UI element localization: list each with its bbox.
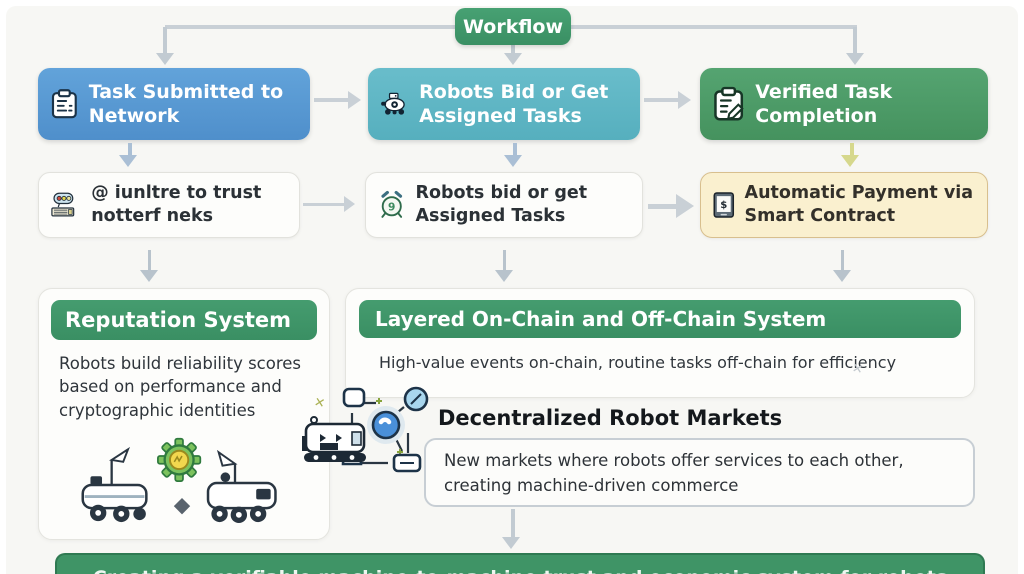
arrow-stem [513,143,517,155]
arrow-down-icon [846,53,864,65]
robot-rover-icon [381,92,405,115]
note-trust-label: @ iunltre to trust notterf neks [91,183,262,226]
arrow-down-icon [833,270,851,282]
markets-description-box: New markets where robots offer services … [424,438,975,507]
connector-left-stem [163,27,167,53]
clock-glyph: 9 [388,201,395,214]
arrow-down-icon [504,155,522,167]
step-verified-completion-label: Verified Task Completion [755,80,893,127]
clipboard-pen-icon [714,86,744,121]
note-payment-label: Automatic Payment via Smart Contract [744,183,974,226]
reputation-body: Robots build reliability scores based on… [59,354,302,420]
arrow-down-icon [502,537,520,549]
reputation-title: Reputation System [51,300,317,340]
workflow-badge-label: Workflow [462,15,564,38]
step-robots-bid: Robots Bid or Get Assigned Tasks [368,68,640,140]
arrow-down-icon [119,155,137,167]
markets-body: New markets where robots offer services … [444,451,904,495]
arrow-stem [128,143,132,155]
mini-robot-icon [302,416,366,462]
step-task-submitted: Task Submitted to Network [38,68,310,140]
note-bid: 9 Robots bid or get Assigned Tasks [365,172,643,238]
arrow-right-icon [678,91,691,109]
note-payment: $ Automatic Payment via Smart Contract [700,172,988,238]
network-nodes-icon [341,386,429,473]
arrow-down-icon [495,270,513,282]
arrow-down-icon [140,270,158,282]
step-robots-bid-label: Robots Bid or Get Assigned Tasks [419,80,609,127]
arrow-stem [503,250,506,270]
alarm-clock-icon: 9 [381,190,403,218]
arrow-stem [148,250,151,270]
clipboard-icon [51,89,77,119]
flow-arrow-stem [644,98,680,102]
arrow-down-icon [841,155,859,167]
layered-title: Layered On-Chain and Off-Chain System [359,300,961,338]
arrow-right-icon [344,196,355,212]
note-arrow-stem [303,203,345,206]
arrow-stem [511,509,515,537]
step-task-submitted-label: Task Submitted to Network [88,80,284,127]
arrow-stem [850,143,854,155]
workflow-badge: Workflow [455,8,571,45]
signal-keyboard-icon [51,192,75,217]
note-bid-label: Robots bid or get Assigned Tasks [415,183,588,226]
arrow-down-icon [504,53,522,65]
note-arrow-stem [648,204,678,209]
step-verified-completion: Verified Task Completion [700,68,988,140]
arrow-down-icon [156,53,174,65]
footer-banner: Creating a verifiable machine-to-machine… [55,553,985,574]
footer-text: Creating a verifiable machine-to-machine… [57,567,983,574]
dollar-glyph: $ [720,200,727,211]
layered-body: High-value events on-chain, routine task… [379,353,897,372]
layered-card: Layered On-Chain and Off-Chain System Hi… [345,288,975,398]
connector-right-stem [853,27,857,53]
robots-gear-illustration-icon [81,437,277,524]
reputation-card: Reputation System Robots build reliabili… [38,288,330,540]
note-trust: @ iunltre to trust notterf neks [38,172,300,238]
tablet-dollar-icon: $ [713,192,735,218]
flow-arrow-stem [314,98,350,102]
arrow-right-icon [348,91,361,109]
connector-center-stem [511,44,515,53]
markets-title: Decentralized Robot Markets [438,406,783,430]
arrow-right-icon [676,194,694,218]
arrow-stem [841,250,844,270]
